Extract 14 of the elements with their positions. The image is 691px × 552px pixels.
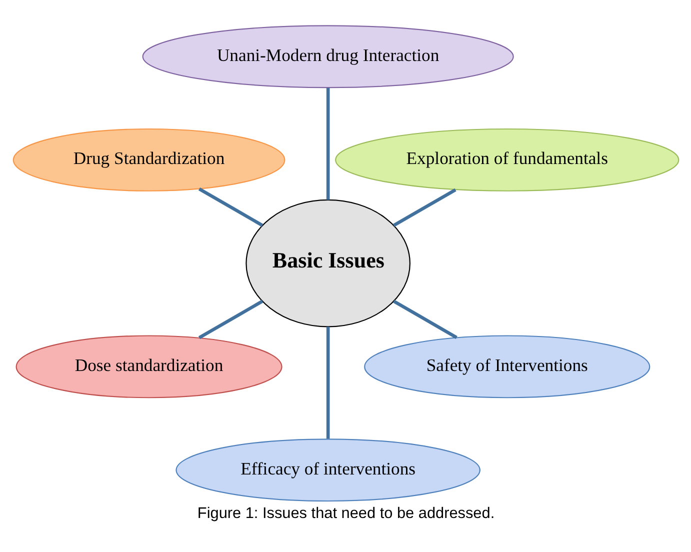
connector xyxy=(392,188,456,227)
node-ellipse: Basic Issues xyxy=(245,199,410,328)
connector xyxy=(198,300,263,340)
node-ellipse: Dose standardization xyxy=(15,335,282,398)
connector xyxy=(326,326,330,439)
caption: Figure 1: Issues that need to be addressed. xyxy=(196,504,494,522)
connector xyxy=(326,88,330,200)
node-ellipse: Efficacy of interventions xyxy=(175,438,480,502)
connector xyxy=(392,300,457,339)
node-ellipse: Unani-Modern drug Interaction xyxy=(142,25,514,88)
connector xyxy=(198,188,263,227)
node-ellipse: Exploration of fundamentals xyxy=(334,128,679,192)
node-ellipse: Drug Standardization xyxy=(12,128,285,192)
node-ellipse: Safety of Interventions xyxy=(364,335,650,398)
